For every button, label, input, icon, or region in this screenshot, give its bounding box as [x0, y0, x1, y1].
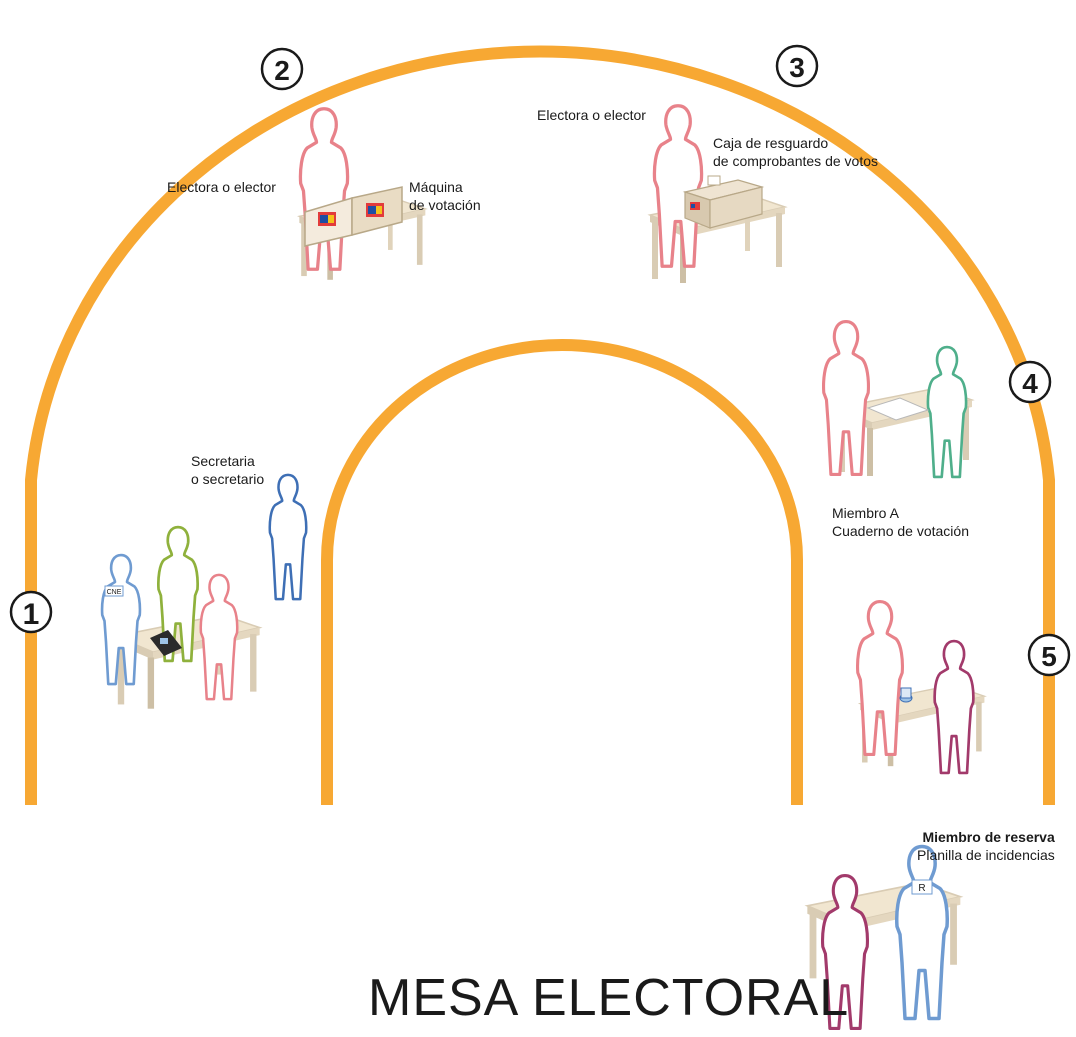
- fingerprint-device-icon: [150, 630, 182, 656]
- ink-bottle-icon: [899, 687, 913, 703]
- ballot-box-label: Caja de resguardo de comprobantes de vot…: [713, 134, 878, 170]
- outer-arch: [25, 45, 1055, 805]
- voter-figure: [821, 319, 871, 477]
- label-line-2: de comprobantes de votos: [713, 153, 878, 169]
- station-1-scene: CNE: [100, 525, 261, 710]
- voter-figure: [855, 599, 905, 757]
- reserve-member-figure: [894, 844, 950, 1021]
- station-number: 5: [1041, 641, 1057, 672]
- voter-figure: [199, 573, 239, 701]
- station-4-scene: [821, 319, 973, 479]
- member-a-figure: [926, 345, 968, 479]
- station-3-scene: [649, 104, 786, 284]
- reserve-badge-text: R: [918, 883, 925, 894]
- label-line-2: o secretario: [191, 471, 265, 487]
- label-text: Electora o elector: [537, 107, 646, 123]
- reserve-member-label: Miembro de reserva Planilla de incidenci…: [917, 828, 1055, 864]
- label-line-1: Máquina: [409, 179, 463, 195]
- label-line-2: Cuaderno de votación: [832, 523, 969, 539]
- station-number: 4: [1022, 368, 1038, 399]
- station-marker-1: 1: [9, 590, 53, 634]
- credential-badge-text: CNE: [107, 589, 122, 596]
- label-line-1: Miembro de reserva: [922, 829, 1055, 845]
- secretary-label: Secretaria o secretario: [191, 452, 264, 488]
- station-number: 3: [789, 52, 805, 83]
- label-line-1: Secretaria: [191, 453, 255, 469]
- member-a-label: Miembro A Cuaderno de votación: [832, 504, 969, 540]
- station-2-voter-label: Electora o elector: [167, 178, 276, 196]
- reserve-member-scene: R: [805, 844, 962, 1031]
- station-marker-4: 4: [1008, 360, 1052, 404]
- voting-book-icon: [866, 397, 930, 421]
- label-line-1: Caja de resguardo: [713, 135, 829, 151]
- voting-machine-icon: [304, 186, 403, 247]
- label-line-2: de votación: [409, 197, 481, 213]
- member-b-figure: [933, 639, 975, 775]
- voting-machine-label: Máquina de votación: [409, 178, 481, 214]
- secretary-figure: [268, 473, 308, 601]
- credential-badge: CNE: [104, 585, 124, 597]
- label-text: Electora o elector: [167, 179, 276, 195]
- ballot-box-icon: [682, 175, 765, 229]
- label-line-2: Planilla de incidencias: [917, 847, 1055, 863]
- station-5-scene: [855, 599, 986, 775]
- station-number: 2: [274, 55, 290, 86]
- station-2-scene: [298, 107, 427, 281]
- label-line-1: Miembro A: [832, 505, 899, 521]
- station-marker-2: 2: [260, 47, 304, 91]
- inner-arch: [321, 339, 803, 805]
- voter-figure: [652, 104, 704, 268]
- station-marker-5: 5: [1027, 633, 1071, 677]
- station-3-voter-label: Electora o elector: [537, 106, 646, 124]
- diagram-title: MESA ELECTORAL: [368, 969, 850, 1027]
- station-marker-3: 3: [775, 44, 819, 88]
- reserve-badge: R: [911, 879, 933, 895]
- station-number: 1: [23, 598, 40, 631]
